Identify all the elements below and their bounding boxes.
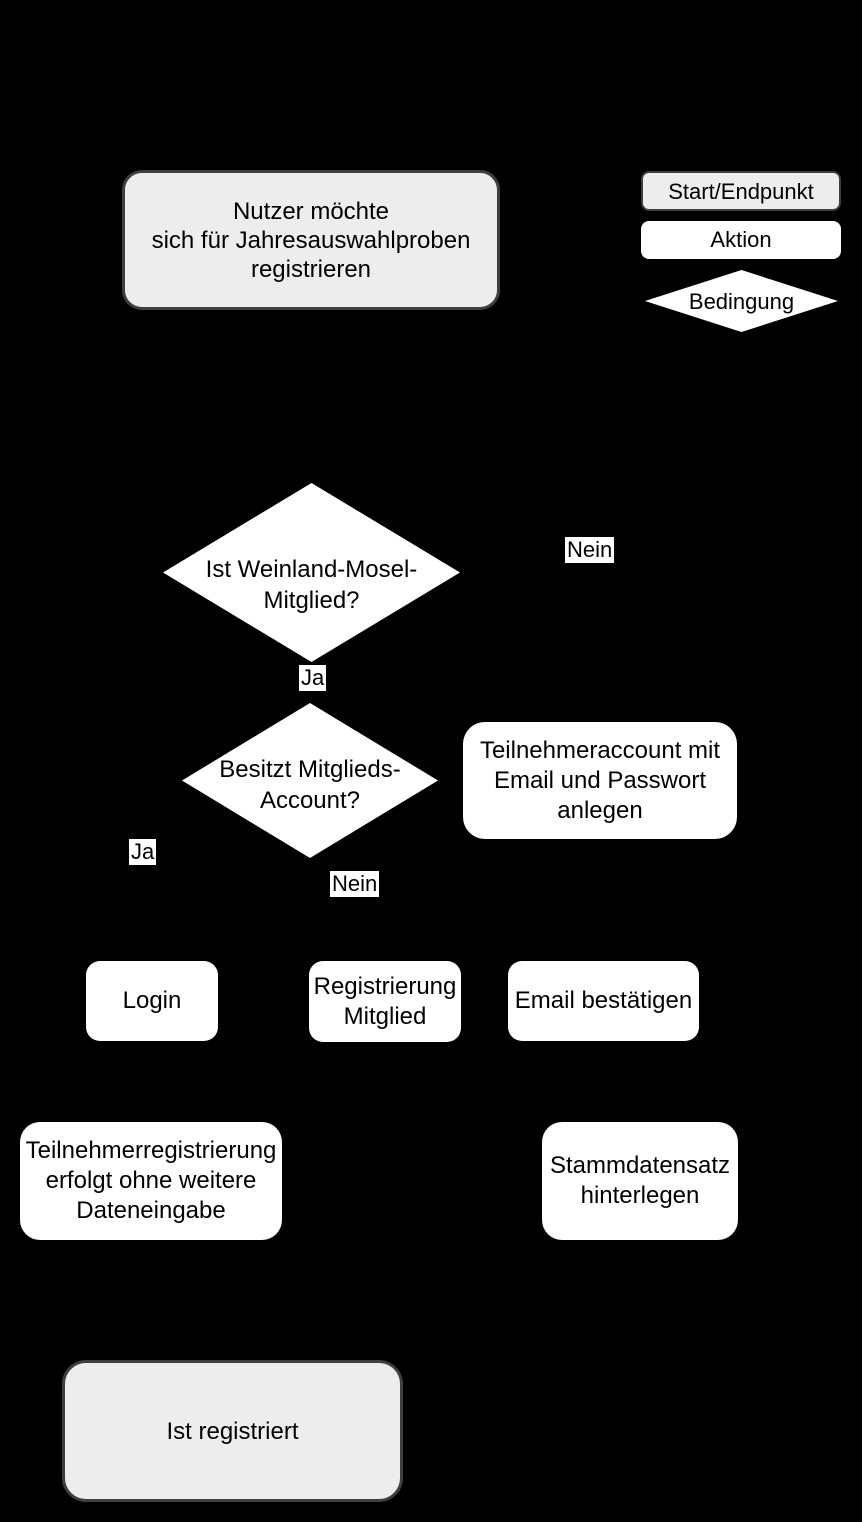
edge-label-account-ja[interactable]: Ja bbox=[129, 839, 157, 865]
node-register-member[interactable]: Registrierung Mitglied bbox=[309, 961, 461, 1042]
legend-start-endpoint-label: Start/Endpunkt bbox=[668, 178, 814, 204]
legend-condition-label: Bedingung bbox=[688, 288, 795, 314]
node-login-label: Login bbox=[122, 987, 182, 1014]
legend-condition[interactable]: Bedingung bbox=[645, 270, 838, 332]
node-create-account[interactable]: Teilnehmeraccount mit Email und Passwort… bbox=[463, 722, 737, 839]
node-store-master-data[interactable]: Stammdatensatz hinterlegen bbox=[542, 1122, 738, 1240]
node-register-member-label: Registrierung Mitglied bbox=[313, 972, 457, 1030]
node-condition-account[interactable]: Besitzt Mitglieds- Account? bbox=[182, 703, 438, 858]
node-condition-account-label: Besitzt Mitglieds- Account? bbox=[219, 755, 401, 814]
legend-start-endpoint[interactable]: Start/Endpunkt bbox=[641, 171, 841, 211]
edge-label-member-nein[interactable]: Nein bbox=[565, 537, 615, 563]
edge-label-member-ja[interactable]: Ja bbox=[299, 665, 327, 691]
node-end-label: Ist registriert bbox=[166, 1417, 299, 1445]
node-participant-registration-label: Teilnehmerregistrierung erfolgt ohne wei… bbox=[25, 1137, 277, 1224]
node-confirm-email-label: Email bestätigen bbox=[514, 987, 693, 1014]
legend-action[interactable]: Aktion bbox=[641, 221, 841, 259]
node-login[interactable]: Login bbox=[86, 961, 218, 1041]
node-start-label: Nutzer möchte sich für Jahresauswahlprob… bbox=[151, 197, 471, 283]
node-end[interactable]: Ist registriert bbox=[62, 1360, 403, 1502]
node-create-account-label: Teilnehmeraccount mit Email und Passwort… bbox=[479, 736, 721, 824]
node-condition-member-label: Ist Weinland-Mosel- Mitglied? bbox=[205, 555, 418, 614]
node-store-master-data-label: Stammdatensatz hinterlegen bbox=[549, 1152, 731, 1209]
edge-label-account-nein[interactable]: Nein bbox=[330, 871, 380, 897]
legend-action-label: Aktion bbox=[710, 227, 772, 252]
node-start[interactable]: Nutzer möchte sich für Jahresauswahlprob… bbox=[122, 170, 500, 310]
node-participant-registration[interactable]: Teilnehmerregistrierung erfolgt ohne wei… bbox=[20, 1122, 282, 1240]
node-condition-member[interactable]: Ist Weinland-Mosel- Mitglied? bbox=[163, 483, 460, 662]
node-confirm-email[interactable]: Email bestätigen bbox=[508, 961, 699, 1041]
